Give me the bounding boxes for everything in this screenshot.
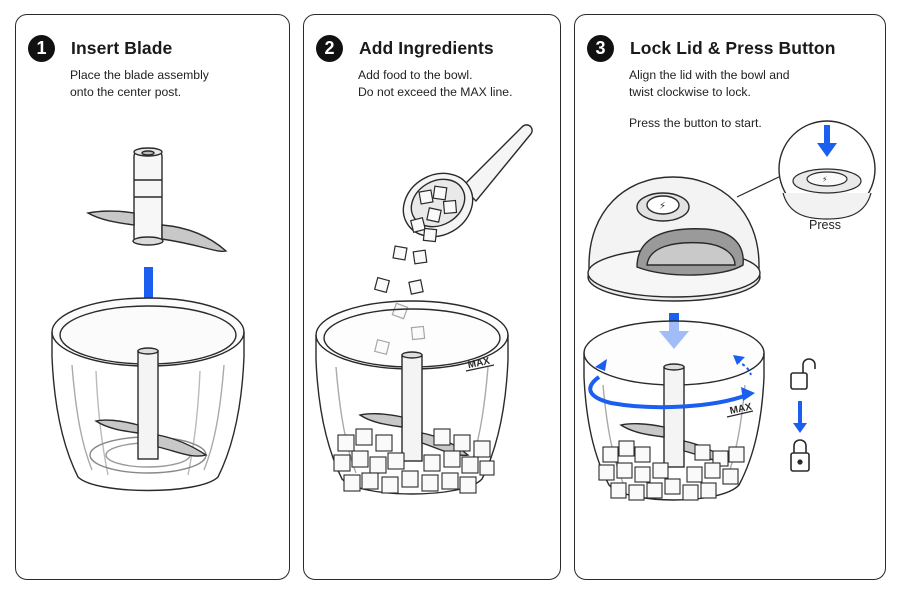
press-zoom-callout: ⚡: [779, 121, 875, 219]
step-2-illustration: MAX: [304, 15, 561, 580]
step-3-panel: 3 Lock Lid & Press Button Align the lid …: [574, 14, 886, 580]
step-1-panel: 1 Insert Blade Place the blade assembly …: [15, 14, 290, 580]
callout-line: [737, 175, 783, 197]
step-3-illustration: ⚡ ⚡ Press MAX: [575, 15, 886, 580]
blade-assembly: [88, 148, 226, 251]
step-2-panel: 2 Add Ingredients Add food to the bowl. …: [303, 14, 561, 580]
unlocked-padlock-icon: [791, 359, 815, 389]
lock-down-arrow-icon: [793, 401, 807, 433]
lid: [588, 177, 760, 301]
press-label: Press: [809, 218, 841, 232]
max-line-label: MAX: [729, 401, 753, 416]
button-lightning-icon: ⚡: [822, 175, 828, 184]
locked-padlock-icon: [791, 440, 809, 471]
lightning-icon: ⚡: [659, 201, 666, 212]
step-1-illustration: [16, 15, 290, 580]
